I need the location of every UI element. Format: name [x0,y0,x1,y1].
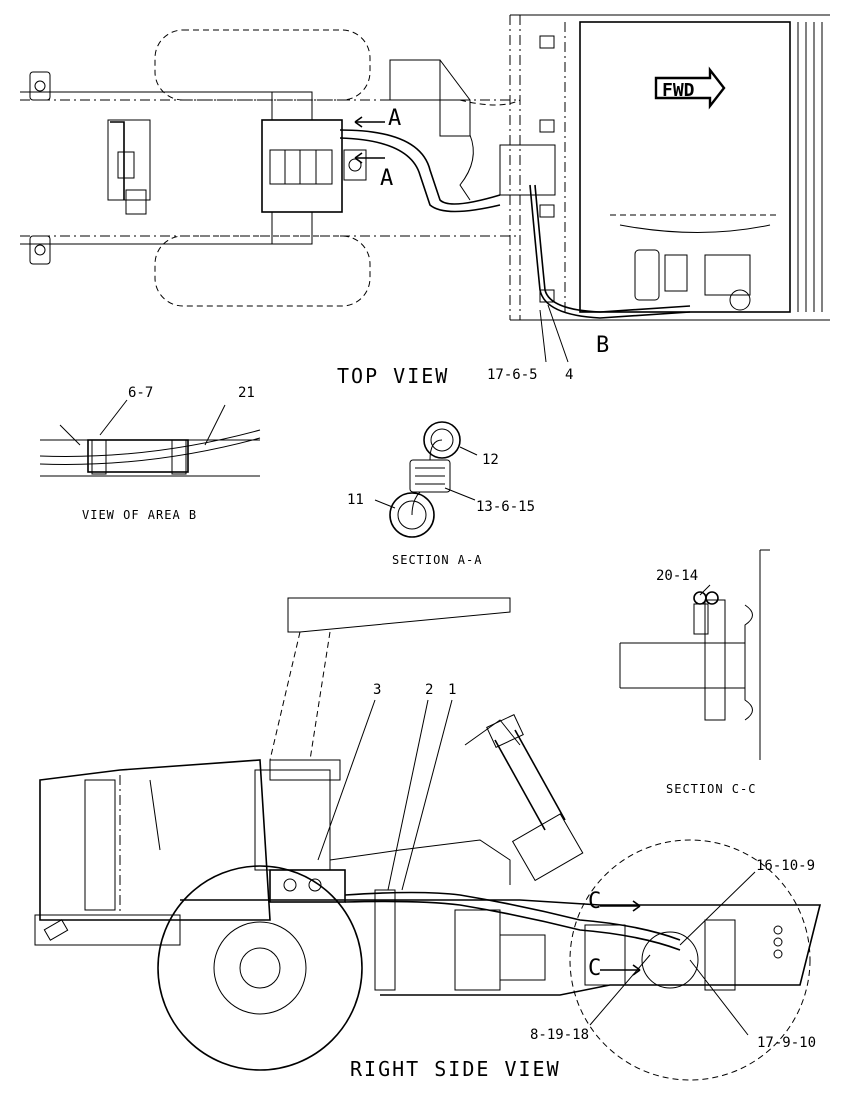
section-a-a-drawing [374,421,478,538]
area-b-drawing [39,399,261,477]
callout-17-9-10: 17-9-10 [757,1035,816,1051]
section-a-a-title: SECTION A-A [392,553,482,567]
callout-21: 21 [238,385,255,401]
callout-20-14: 20-14 [656,568,698,584]
top-view-title: TOP VIEW [337,364,449,388]
callout-11: 11 [347,492,364,508]
callout-8-19-18: 8-19-18 [530,1027,589,1043]
fwd-label: FWD [662,80,695,101]
callout-16-10-9: 16-10-9 [756,858,815,874]
area-b-marker: B [596,333,609,358]
callout-3: 3 [373,682,381,698]
callout-4: 4 [565,367,573,383]
top-view-drawing [20,14,830,363]
callout-13-6-15: 13-6-15 [476,499,535,515]
section-a-marker-upper: A [388,106,401,131]
callout-6-7: 6-7 [128,385,153,401]
callout-1: 1 [448,682,456,698]
view-of-area-b-title: VIEW OF AREA B [82,508,197,522]
section-c-c-title: SECTION C-C [666,782,756,796]
right-side-view-drawing [34,597,822,1081]
section-a-marker-lower: A [380,166,393,191]
section-c-marker-lower: C [588,956,601,981]
section-c-marker-upper: C [588,889,601,914]
right-side-view-title: RIGHT SIDE VIEW [350,1057,561,1081]
section-c-c-drawing [619,549,770,760]
callout-2: 2 [425,682,433,698]
callout-17-6-5: 17-6-5 [487,367,538,383]
callout-12: 12 [482,452,499,468]
